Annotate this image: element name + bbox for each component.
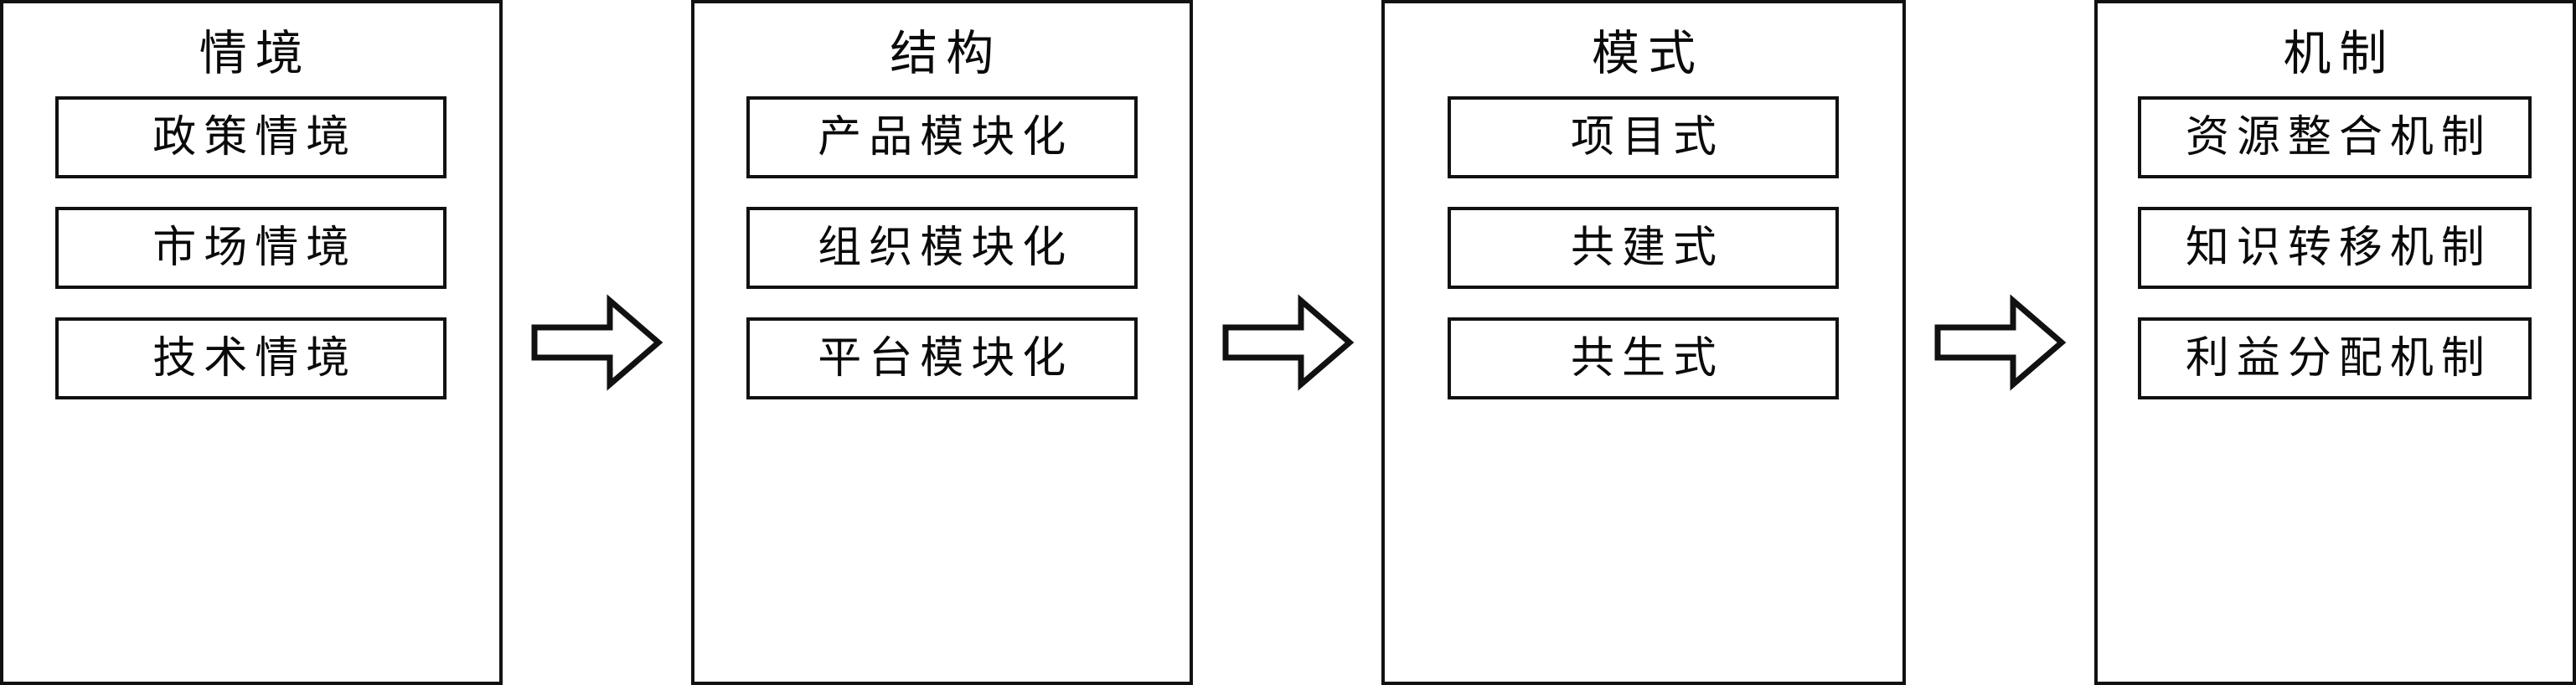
stage-2-item-1[interactable]: 产品模块化 — [746, 96, 1138, 178]
stage-1-item-3-label: 技术情境 — [152, 333, 358, 384]
connector-3 — [1906, 0, 2094, 685]
stage-4-item-3-label: 利益分配机制 — [2185, 333, 2492, 384]
stage-2-item-2-label: 组织模块化 — [818, 223, 1074, 273]
stage-1-item-1-label: 政策情境 — [152, 112, 358, 162]
right-block-arrow-icon — [1222, 294, 1354, 391]
connector-1 — [503, 0, 691, 685]
right-block-arrow-icon — [531, 294, 663, 391]
connector-2 — [1193, 0, 1381, 685]
stage-3-item-3-label: 共生式 — [1570, 333, 1724, 384]
stage-item-stack-3: 项目式 共建式 共生式 — [1408, 96, 1879, 670]
stage-title-4: 机制 — [2283, 26, 2396, 81]
stage-panel-1[interactable]: 情境 政策情境 市场情境 技术情境 — [0, 0, 503, 685]
stage-1-item-2[interactable]: 市场情境 — [55, 207, 447, 289]
stage-title-2: 结构 — [890, 26, 1003, 81]
stage-3-item-1[interactable]: 项目式 — [1448, 96, 1840, 178]
stage-2-item-1-label: 产品模块化 — [818, 112, 1074, 162]
stage-title-1: 情境 — [199, 26, 312, 81]
stage-panel-3[interactable]: 模式 项目式 共建式 共生式 — [1381, 0, 1906, 685]
stage-2-item-2[interactable]: 组织模块化 — [746, 207, 1138, 289]
right-block-arrow-icon — [1934, 294, 2067, 391]
stage-1-item-2-label: 市场情境 — [152, 223, 358, 273]
stage-1-item-1[interactable]: 政策情境 — [55, 96, 447, 178]
stage-4-item-1[interactable]: 资源整合机制 — [2138, 96, 2532, 178]
stage-item-stack-4: 资源整合机制 知识转移机制 利益分配机制 — [2121, 96, 2549, 670]
stage-2-item-3[interactable]: 平台模块化 — [746, 317, 1138, 399]
stage-panel-2[interactable]: 结构 产品模块化 组织模块化 平台模块化 — [690, 0, 1194, 685]
stage-2-item-3-label: 平台模块化 — [818, 333, 1074, 384]
stage-3-item-1-label: 项目式 — [1570, 112, 1724, 162]
stage-item-stack-1: 政策情境 市场情境 技术情境 — [27, 96, 476, 670]
stage-title-3: 模式 — [1591, 26, 1704, 81]
stage-4-item-2-label: 知识转移机制 — [2185, 223, 2492, 273]
stage-item-stack-2: 产品模块化 组织模块化 平台模块化 — [718, 96, 1167, 670]
stage-4-item-2[interactable]: 知识转移机制 — [2138, 207, 2532, 289]
stage-3-item-3[interactable]: 共生式 — [1448, 317, 1840, 399]
stage-4-item-1-label: 资源整合机制 — [2185, 112, 2492, 162]
stage-4-item-3[interactable]: 利益分配机制 — [2138, 317, 2532, 399]
stage-panel-4[interactable]: 机制 资源整合机制 知识转移机制 利益分配机制 — [2093, 0, 2576, 685]
stage-1-item-3[interactable]: 技术情境 — [55, 317, 447, 399]
stage-3-item-2[interactable]: 共建式 — [1448, 207, 1840, 289]
stage-3-item-2-label: 共建式 — [1570, 223, 1724, 273]
